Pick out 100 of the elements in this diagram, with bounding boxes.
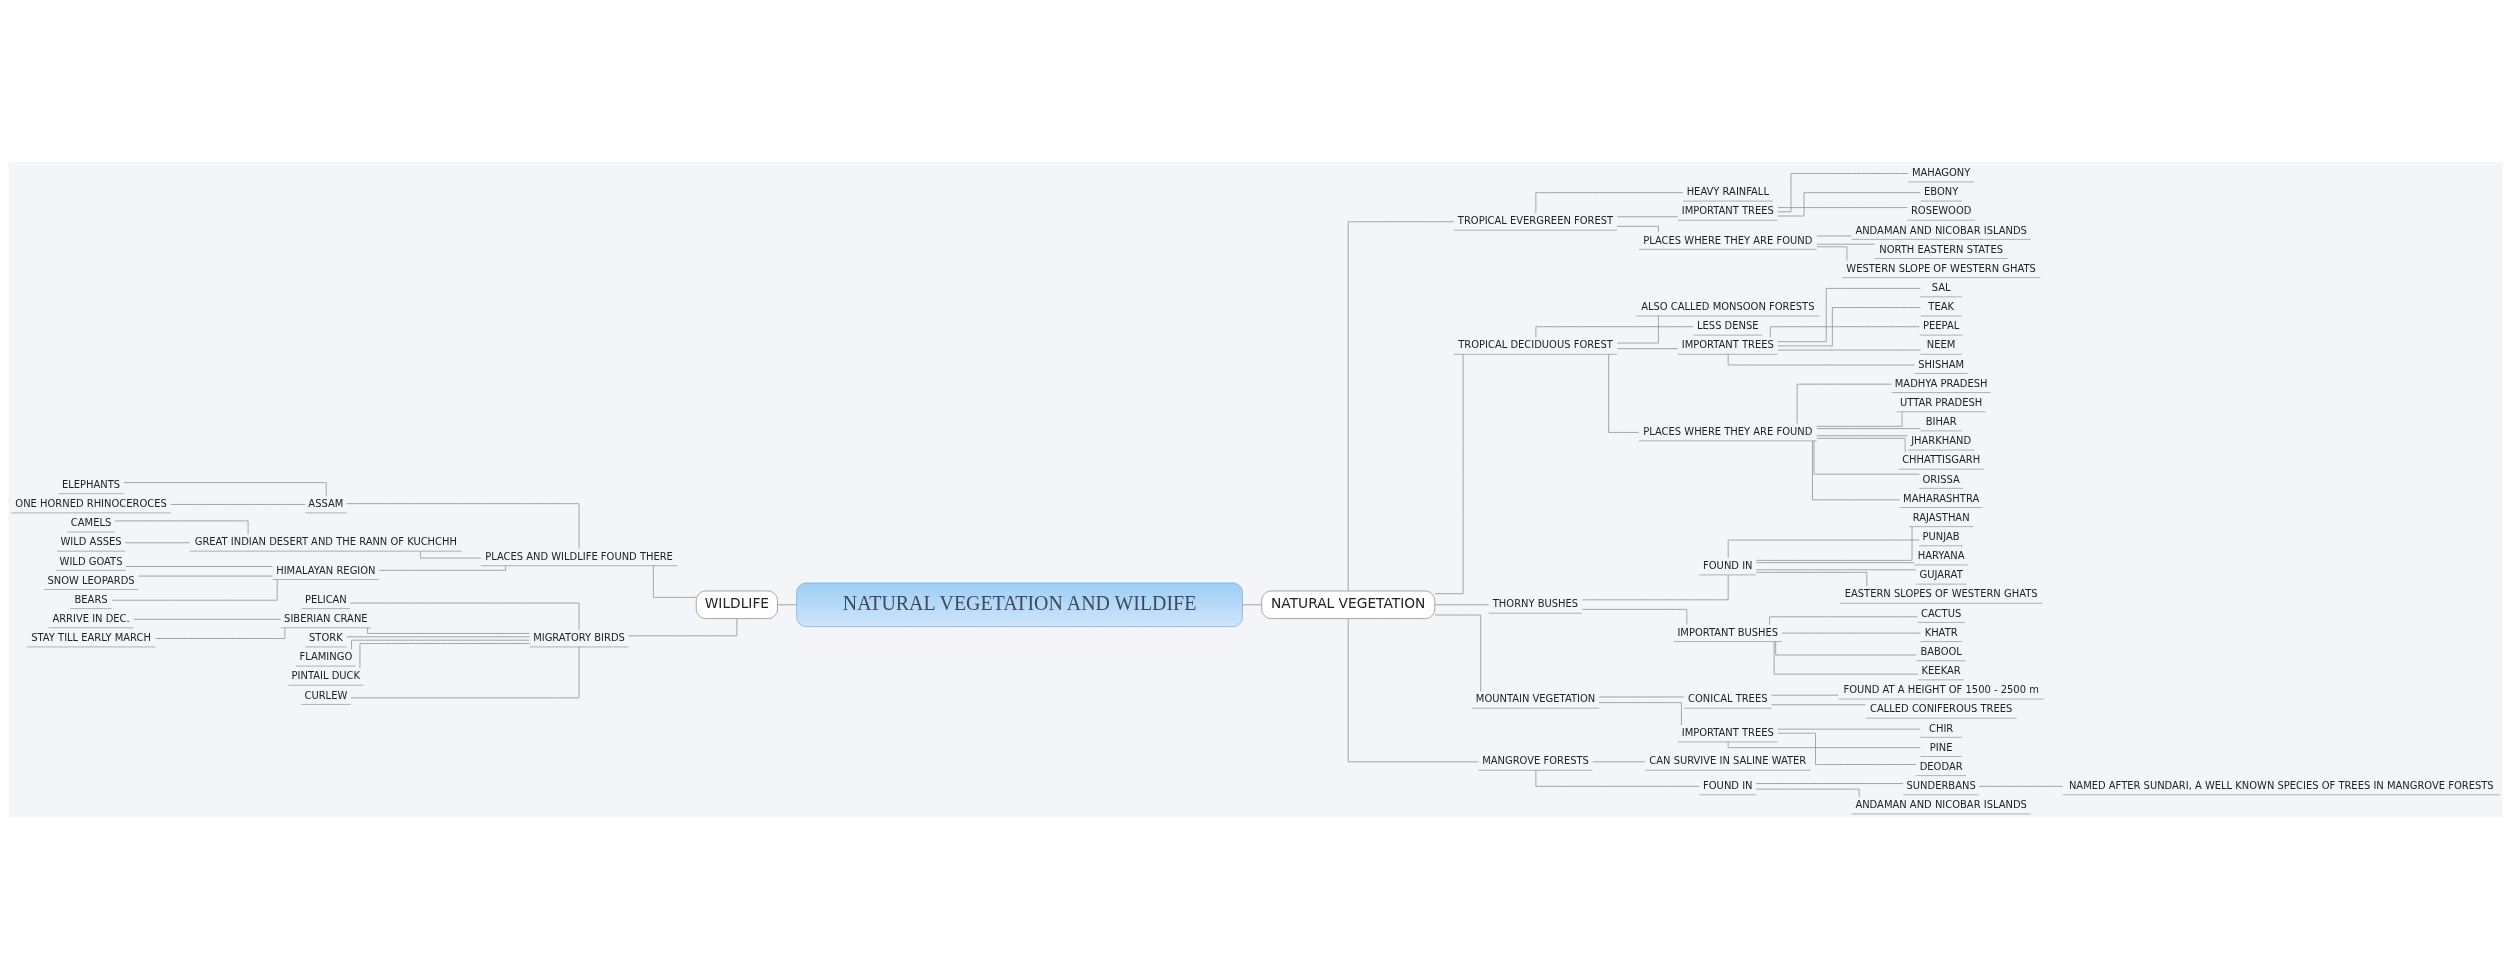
- node-text: HIMALAYAN REGION: [276, 564, 376, 576]
- node-text: FOUND AT A HEIGHT OF 1500 - 2500 m: [1843, 684, 2039, 696]
- node-box: WILDLIFE: [695, 590, 778, 619]
- node-text: FLAMINGO: [299, 651, 353, 663]
- node-text: TROPICAL DECIDUOUS FOREST: [1458, 339, 1613, 351]
- connector: [1581, 609, 1688, 625]
- node-text: SHISHAM: [1918, 358, 1965, 370]
- node-text: MAHAGONY: [1911, 167, 1971, 179]
- node-text: PELICAN: [304, 593, 347, 605]
- connector: [1598, 702, 1682, 726]
- node-text: IMPORTANT TREES: [1681, 727, 1774, 739]
- node-text: WESTERN SLOPE OF WESTERN GHATS: [1846, 262, 2036, 274]
- connector: [1755, 569, 1917, 571]
- node-text: TEAK: [1928, 301, 1954, 313]
- node-text: WILD GOATS: [59, 555, 123, 567]
- connector: [652, 565, 697, 598]
- node-text: PINTAIL DUCK: [291, 670, 361, 682]
- connector: [1582, 574, 1729, 601]
- connector: [1727, 539, 1920, 559]
- node-text: ALSO CALLED MONSOON FORESTS: [1641, 301, 1815, 313]
- node-text: MIGRATORY BIRDS: [533, 632, 625, 644]
- node-text: ANDAMAN AND NICOBAR ISLANDS: [1855, 224, 2027, 236]
- node-text: THORNY BUSHES: [1492, 598, 1579, 610]
- node-text: MANGROVE FORESTS: [1482, 755, 1589, 767]
- node-text: ELEPHANTS: [61, 478, 121, 490]
- connector: [350, 646, 580, 699]
- connector: [155, 627, 286, 639]
- node-text: GUJARAT: [1919, 569, 1963, 581]
- node-text: CONICAL TREES: [1688, 693, 1768, 705]
- connector: [1347, 618, 1479, 763]
- connector: [349, 602, 580, 631]
- connector: [124, 542, 191, 544]
- node-text: MOUNTAIN VEGETATION: [1475, 693, 1596, 705]
- connector: [1777, 173, 1909, 213]
- node-text: CAMELS: [70, 517, 112, 529]
- connector: [1775, 641, 1917, 656]
- node-text: IMPORTANT TREES: [1681, 339, 1774, 351]
- connector: [125, 566, 273, 567]
- node-text: ASSAM: [308, 498, 344, 510]
- node-text: DEODAR: [1919, 760, 1963, 772]
- connector: [1777, 732, 1917, 765]
- node-text: CALLED CONIFEROUS TREES: [1869, 703, 2013, 715]
- node-text: ORISSA: [1922, 473, 1960, 485]
- node-text: IMPORTANT TREES: [1681, 205, 1774, 217]
- node-text: NAMED AFTER SUNDARI, A WELL KNOWN SPECIES OF TREES IN MANGROVE FORESTS: [2068, 779, 2494, 791]
- connector: [1755, 526, 1913, 561]
- connector: [1608, 354, 1640, 433]
- node-text: PEEPAL: [1923, 320, 1960, 332]
- connector: [1616, 348, 1679, 350]
- node-text: CHHATTISGARH: [1902, 454, 1981, 466]
- node-text: BABOOL: [1920, 645, 1962, 657]
- connector: [1434, 614, 1482, 692]
- node-text: PUNJAB: [1922, 530, 1960, 542]
- connector: [1777, 288, 1921, 343]
- node-text: STAY TILL EARLY MARCH: [31, 632, 151, 644]
- node-text: SUNDERBANS: [1906, 779, 1976, 791]
- connector: [1755, 562, 1915, 564]
- connector: [1592, 761, 1646, 763]
- connector: [1727, 741, 1921, 749]
- connector: [1978, 785, 2064, 787]
- node-text: ONE HORNED RHINOCEROCES: [15, 498, 167, 510]
- node-box: NATURAL VEGETATION AND WILDIFE: [796, 582, 1243, 627]
- connector: [170, 504, 306, 505]
- connector: [1777, 207, 1908, 208]
- connector: [1816, 411, 1903, 427]
- connector: [1777, 349, 1921, 351]
- connector: [1616, 216, 1679, 218]
- node-text: PLACES WHERE THEY ARE FOUND: [1643, 426, 1813, 438]
- connector: [137, 575, 273, 577]
- connector: [1777, 307, 1921, 347]
- connector: [1242, 604, 1262, 606]
- connector: [123, 482, 327, 497]
- node-text: SIBERIAN CRANE: [284, 612, 368, 624]
- connector: [1816, 437, 1906, 453]
- connector: [346, 503, 580, 550]
- node-text: GREAT INDIAN DESERT AND THE RANN OF KUCHCHH: [194, 536, 457, 548]
- connector: [359, 643, 530, 669]
- connector: [1755, 783, 1904, 784]
- connector: [628, 618, 738, 637]
- connector: [1796, 383, 1892, 425]
- connector: [1434, 604, 1489, 606]
- connector: [378, 565, 506, 571]
- node-text: HEAVY RAINFALL: [1686, 186, 1769, 198]
- connector: [777, 604, 797, 606]
- connector: [1598, 696, 1685, 698]
- node-text: FOUND IN: [1703, 779, 1753, 791]
- node-text: KHATR: [1924, 626, 1958, 638]
- node-text: LESS DENSE: [1697, 320, 1759, 332]
- node-text: JHARKHAND: [1911, 435, 1972, 447]
- connector: [1777, 728, 1921, 730]
- connector: [1769, 326, 1920, 338]
- node-text: PLACES AND WILDLIFE FOUND THERE: [485, 550, 673, 562]
- node-text: PLACES WHERE THEY ARE FOUND: [1643, 234, 1813, 246]
- node-text: BEARS: [74, 593, 108, 605]
- node-text: ARRIVE IN DEC.: [52, 612, 130, 624]
- connector: [1755, 572, 1868, 587]
- node-text: NEEM: [1926, 339, 1956, 351]
- node-text: HARYANA: [1917, 550, 1965, 562]
- node-text: FOUND IN: [1703, 560, 1753, 572]
- connector: [1769, 616, 1918, 625]
